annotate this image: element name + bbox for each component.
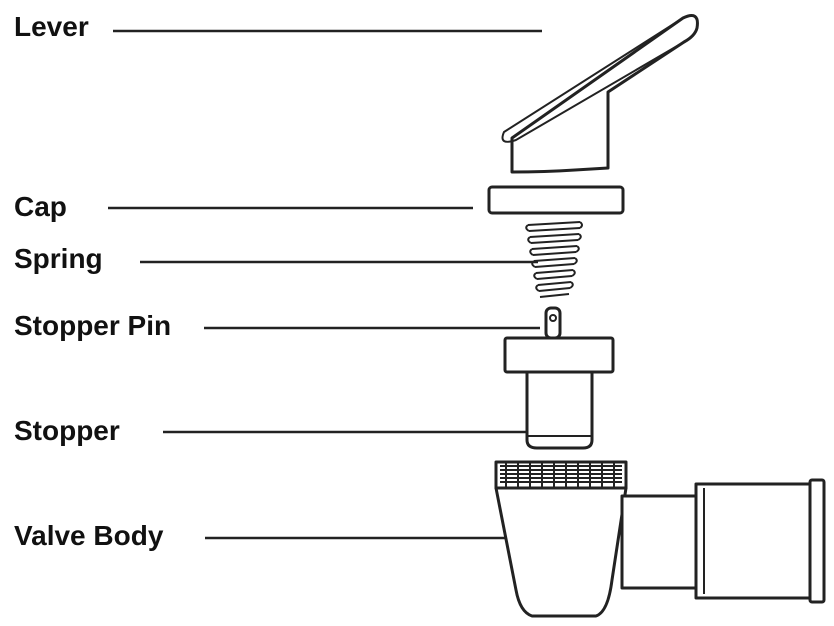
label-cap: Cap bbox=[14, 191, 67, 222]
cap-part bbox=[487, 185, 625, 215]
spring-part bbox=[525, 221, 583, 298]
label-spring: Spring bbox=[14, 243, 103, 274]
label-stopper-pin: Stopper Pin bbox=[14, 310, 172, 341]
stopper-part bbox=[503, 336, 615, 450]
label-lever: Lever bbox=[14, 11, 89, 42]
valve-body-part bbox=[494, 460, 826, 618]
label-valve-body: Valve Body bbox=[14, 520, 164, 551]
label-stopper: Stopper bbox=[14, 415, 120, 446]
lever-part bbox=[501, 14, 699, 174]
stopper-pin-part bbox=[544, 306, 562, 340]
